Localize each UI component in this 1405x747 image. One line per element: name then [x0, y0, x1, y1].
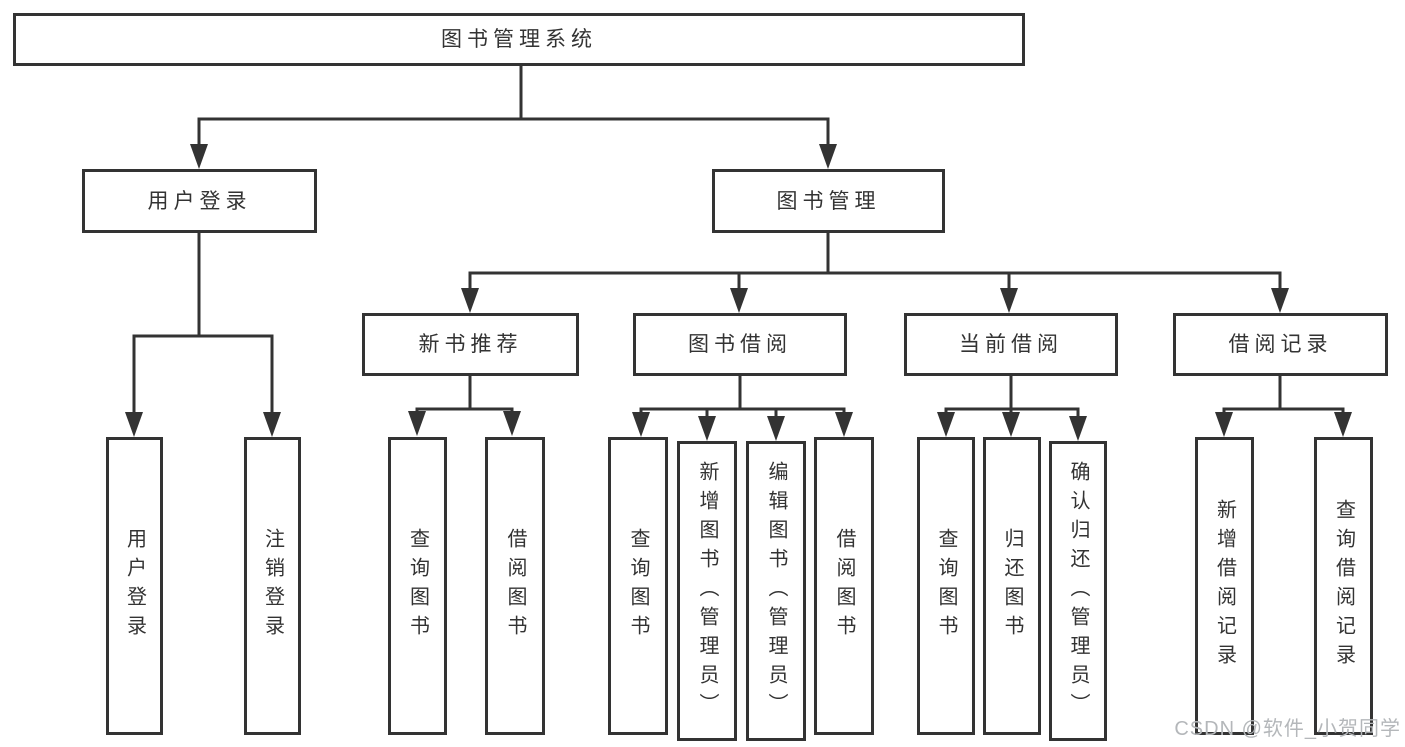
node-label: 查询借阅记录 — [1332, 499, 1355, 673]
arrow-icon — [408, 411, 426, 436]
branch-borrowing-records — [1222, 376, 1345, 414]
node-book-borrowing: 图书借阅 — [633, 313, 847, 376]
node-book-management: 图书管理 — [712, 169, 945, 233]
arrow-icon — [1215, 412, 1233, 437]
arrow-icon — [698, 416, 716, 441]
leaf-query-borrow-record: 查询借阅记录 — [1314, 437, 1373, 735]
arrow-icon — [1271, 288, 1289, 313]
leaf-user-login: 用户登录 — [106, 437, 163, 735]
branch-root — [197, 66, 830, 146]
leaf-logout-login: 注销登录 — [244, 437, 301, 735]
arrow-icon — [730, 288, 748, 313]
csdn-watermark: CSDN @软件_小贺同学 — [1174, 718, 1401, 740]
node-current-borrowing: 当前借阅 — [904, 313, 1118, 376]
leaf-borrow-books-recommendation: 借阅图书 — [485, 437, 545, 735]
node-user-login: 用户登录 — [82, 169, 317, 233]
branch-user-login — [132, 233, 274, 414]
arrow-icon — [125, 412, 143, 437]
leaf-edit-books-admin: 编辑图书（管理员） — [746, 441, 806, 741]
leaf-query-books-borrowing: 查询图书 — [608, 437, 668, 735]
arrow-icon — [835, 412, 853, 437]
node-label: 查询图书 — [935, 528, 957, 644]
arrow-icon — [1334, 412, 1352, 437]
node-label: 用户登录 — [147, 189, 252, 213]
node-label: 查询图书 — [627, 528, 649, 644]
leaf-add-books-admin: 新增图书（管理员） — [677, 441, 737, 741]
arrow-icon — [190, 144, 208, 169]
leaf-return-books: 归还图书 — [983, 437, 1041, 735]
node-label: 借阅图书 — [833, 528, 855, 644]
node-label: 图书管理系统 — [441, 28, 597, 51]
node-label: 编辑图书（管理员） — [765, 460, 787, 722]
arrow-icon — [461, 288, 479, 313]
node-label: 图书借阅 — [688, 333, 792, 356]
arrow-icon — [263, 412, 281, 437]
arrow-icon — [937, 412, 955, 437]
node-label: 确认归还（管理员） — [1067, 460, 1089, 722]
leaf-add-borrow-record: 新增借阅记录 — [1195, 437, 1254, 735]
arrow-icon — [1000, 288, 1018, 313]
branch-book-management — [468, 233, 1282, 290]
leaf-query-books-recommendation: 查询图书 — [388, 437, 447, 735]
leaf-confirm-return-admin: 确认归还（管理员） — [1049, 441, 1107, 741]
arrow-icon — [1002, 412, 1020, 437]
node-label: 注销登录 — [261, 528, 284, 644]
branch-book-borrowing — [639, 376, 846, 418]
node-label: 图书管理 — [776, 189, 881, 213]
arrow-icon — [819, 144, 837, 169]
node-label: 借阅图书 — [504, 528, 526, 644]
node-label: 用户登录 — [123, 528, 146, 644]
node-library-management-system: 图书管理系统 — [13, 13, 1025, 66]
branch-new-book-recommendation — [415, 376, 514, 413]
node-label: 新书推荐 — [418, 333, 523, 356]
node-borrowing-records: 借阅记录 — [1173, 313, 1388, 376]
node-label: 新增图书（管理员） — [696, 460, 718, 722]
node-label: 归还图书 — [1001, 528, 1023, 644]
node-label: 当前借阅 — [959, 333, 1063, 356]
node-label: 查询图书 — [406, 528, 429, 644]
leaf-query-books-current: 查询图书 — [917, 437, 975, 735]
arrow-icon — [767, 416, 785, 441]
node-label: 新增借阅记录 — [1213, 499, 1236, 673]
arrow-icon — [632, 412, 650, 437]
leaf-borrow-books-borrowing: 借阅图书 — [814, 437, 874, 735]
node-new-book-recommendation: 新书推荐 — [362, 313, 579, 376]
arrow-icon — [503, 411, 521, 436]
node-label: 借阅记录 — [1228, 333, 1333, 356]
arrow-icon — [1069, 416, 1087, 441]
branch-current-borrowing — [944, 376, 1080, 418]
